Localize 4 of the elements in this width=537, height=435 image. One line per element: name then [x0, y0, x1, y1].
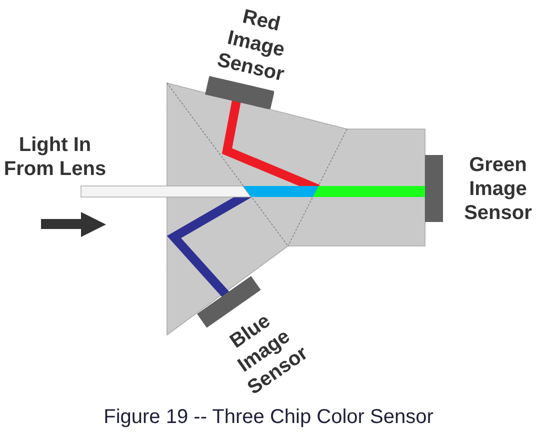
- sensor-label: Green Image Sensor: [463, 152, 533, 224]
- figure-caption: Figure 19 -- Three Chip Color Sensor: [102, 405, 434, 429]
- light-input-label: Light In From Lens: [2, 133, 108, 181]
- sensor-label: Red Image Sensor: [214, 5, 288, 88]
